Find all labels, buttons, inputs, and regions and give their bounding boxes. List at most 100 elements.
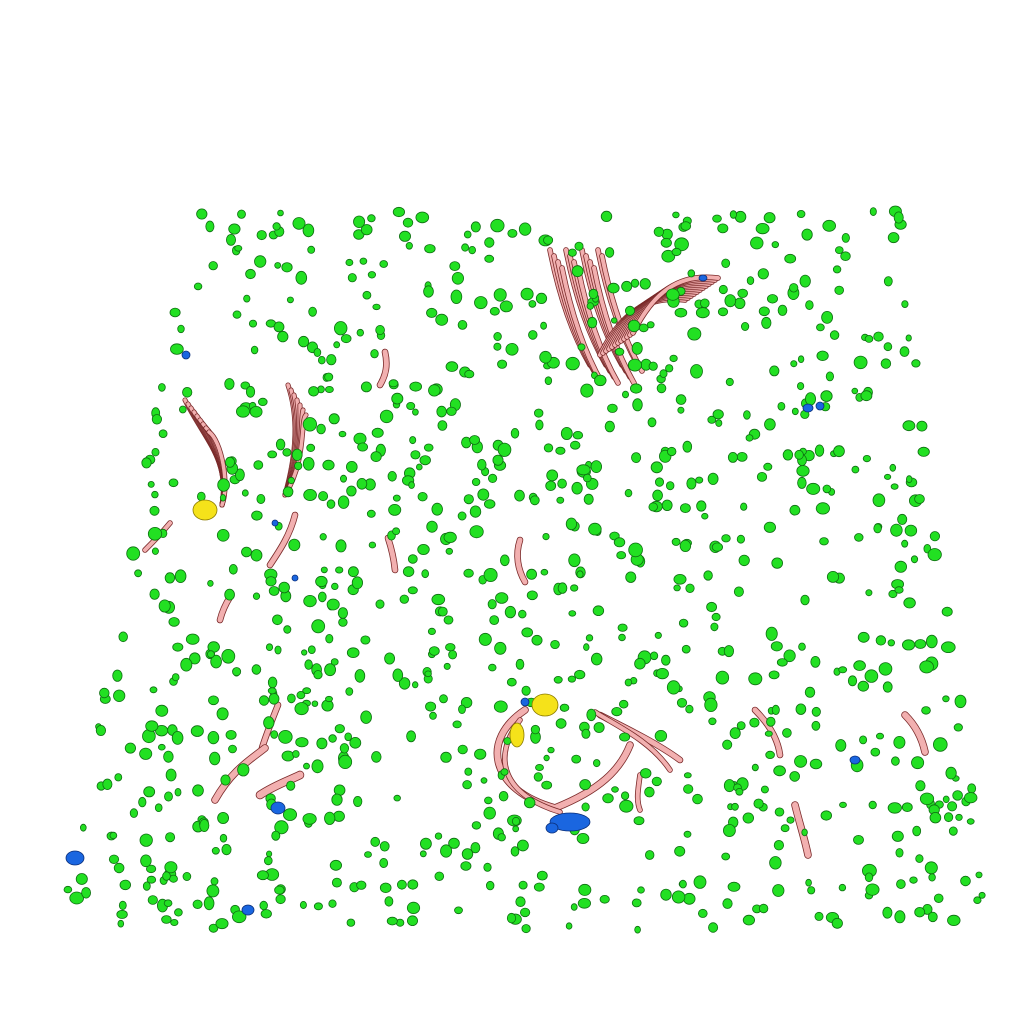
cell-nucleus bbox=[840, 251, 851, 262]
cell-nucleus bbox=[147, 526, 163, 541]
cell-nucleus bbox=[440, 751, 452, 763]
fiber-segment bbox=[592, 266, 636, 385]
cell-nucleus bbox=[498, 791, 509, 802]
cell-nucleus bbox=[324, 385, 334, 393]
cell-nucleus bbox=[909, 876, 918, 884]
cell-nucleus bbox=[469, 435, 481, 445]
cell-nucleus bbox=[338, 430, 347, 438]
cell-nucleus bbox=[208, 695, 219, 706]
cell-nucleus bbox=[287, 693, 296, 704]
cell-nucleus bbox=[282, 448, 292, 457]
cell-nucleus bbox=[154, 803, 163, 812]
cell-nucleus bbox=[723, 824, 736, 838]
cell-nucleus bbox=[875, 635, 887, 646]
blob-layer bbox=[192, 499, 559, 748]
cell-nucleus bbox=[497, 442, 512, 457]
cell-nucleus bbox=[487, 473, 498, 483]
cell-nucleus bbox=[555, 718, 567, 729]
cell-nucleus bbox=[205, 220, 215, 233]
cell-nucleus bbox=[474, 748, 487, 760]
cell-nucleus bbox=[219, 833, 228, 843]
cell-nucleus bbox=[274, 820, 289, 835]
cell-nucleus bbox=[887, 639, 895, 647]
cell-nucleus bbox=[415, 211, 430, 224]
cell-nucleus bbox=[740, 502, 748, 511]
cell-nucleus bbox=[277, 209, 284, 217]
cell-nucleus bbox=[337, 607, 348, 619]
cell-nucleus bbox=[81, 887, 91, 899]
cell-nucleus bbox=[797, 355, 805, 364]
cell-nucleus bbox=[484, 254, 495, 263]
cell-nucleus bbox=[182, 386, 193, 398]
cell-nucleus bbox=[445, 643, 456, 652]
cell-nucleus bbox=[449, 261, 461, 272]
cell-nucleus bbox=[164, 861, 178, 874]
cell-nucleus bbox=[873, 331, 884, 342]
cell-nucleus bbox=[346, 918, 356, 927]
cell-nucleus bbox=[471, 477, 481, 486]
cell-nucleus bbox=[249, 405, 263, 418]
cell-nucleus bbox=[904, 524, 918, 537]
cell-nucleus bbox=[593, 722, 605, 733]
cell-nucleus bbox=[474, 296, 488, 310]
cell-nucleus bbox=[392, 494, 401, 502]
cell-nucleus bbox=[329, 859, 342, 871]
cell-nucleus bbox=[796, 465, 810, 477]
cell-nucleus bbox=[282, 808, 297, 821]
cell-nucleus bbox=[470, 842, 481, 854]
cell-nucleus bbox=[326, 354, 337, 366]
cell-nucleus bbox=[655, 477, 665, 487]
cell-nucleus bbox=[288, 538, 301, 552]
cell-nucleus bbox=[174, 569, 187, 583]
cell-nucleus bbox=[568, 610, 577, 617]
cell-nucleus bbox=[495, 592, 509, 604]
cell-nucleus bbox=[267, 687, 277, 695]
cell-nucleus bbox=[423, 285, 434, 298]
cell-nucleus bbox=[928, 873, 936, 882]
cell-nucleus bbox=[171, 673, 180, 682]
cell-nucleus bbox=[679, 539, 692, 553]
cell-nucleus bbox=[695, 307, 710, 319]
cell-nucleus bbox=[896, 879, 906, 889]
cell-nucleus bbox=[129, 808, 138, 818]
cell-nucleus bbox=[894, 910, 906, 924]
cell-nucleus bbox=[170, 919, 179, 927]
cell-nucleus bbox=[760, 785, 769, 794]
cell-nucleus bbox=[316, 423, 326, 435]
cell-nucleus bbox=[805, 392, 817, 406]
cell-nucleus bbox=[145, 720, 159, 732]
cell-nucleus bbox=[488, 663, 497, 672]
cell-nucleus bbox=[391, 392, 404, 405]
cell-nucleus bbox=[256, 870, 269, 881]
cell-nucleus bbox=[464, 767, 473, 776]
cell-nucleus bbox=[370, 451, 382, 463]
cell-nucleus bbox=[440, 844, 453, 858]
cell-nucleus bbox=[660, 237, 672, 248]
cell-nucleus bbox=[252, 592, 261, 600]
cell-nucleus bbox=[345, 687, 354, 696]
cell-nucleus bbox=[318, 491, 329, 502]
cell-nucleus bbox=[324, 811, 336, 825]
fiber-segment bbox=[385, 535, 398, 573]
cell-nucleus bbox=[607, 282, 620, 294]
cell-nucleus bbox=[151, 490, 159, 499]
cell-nucleus bbox=[407, 879, 419, 890]
cell-nucleus bbox=[109, 831, 118, 840]
cell-nucleus bbox=[192, 899, 203, 910]
cell-nucleus bbox=[141, 457, 152, 469]
cell-nucleus bbox=[857, 680, 870, 692]
cell-nucleus bbox=[406, 401, 416, 410]
cell-nucleus bbox=[632, 398, 643, 412]
cell-nucleus bbox=[952, 790, 963, 801]
cell-nucleus bbox=[717, 307, 729, 317]
fiber-segment bbox=[560, 266, 604, 385]
cell-nucleus bbox=[362, 290, 372, 300]
cell-nucleus bbox=[171, 731, 184, 745]
cell-nucleus bbox=[319, 533, 327, 541]
cell-nucleus bbox=[174, 788, 182, 797]
cell-nucleus bbox=[335, 566, 344, 574]
cell-nucleus bbox=[571, 754, 582, 764]
cell-nucleus bbox=[880, 358, 892, 369]
cell-nucleus bbox=[560, 426, 573, 440]
cell-nucleus bbox=[452, 720, 462, 729]
